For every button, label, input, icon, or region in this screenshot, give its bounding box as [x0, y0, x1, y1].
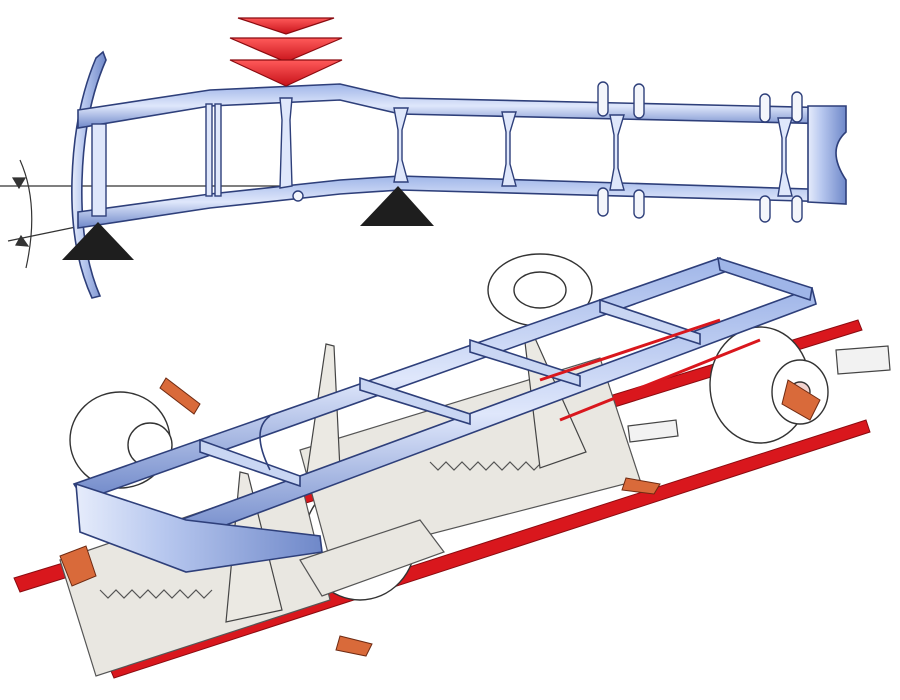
steel-beam-stub: [835, 345, 891, 375]
clamp-front-left: [59, 545, 97, 587]
rear-cross-member: [807, 105, 847, 205]
tie-bar-1: [539, 318, 721, 382]
spring-hanger-1: [597, 81, 609, 117]
toothed-racks: [99, 461, 543, 599]
force-arrow-3: [229, 59, 343, 87]
spring-hanger-2: [633, 83, 645, 119]
clamps: [59, 377, 821, 657]
angle-arrow-top: [11, 177, 27, 190]
iso-gusset: [259, 415, 271, 471]
rack-front: [99, 589, 213, 599]
force-arrow-1: [237, 17, 335, 35]
tie-down-bars: [539, 318, 761, 422]
cross-member-7: [777, 117, 793, 197]
steel-beam-stub-2: [627, 419, 679, 443]
wheel-rear-right: [487, 253, 593, 327]
force-arrow-2: [229, 37, 343, 63]
angle-arrow-bottom: [15, 234, 30, 247]
tie-bar-2: [559, 338, 761, 422]
floor-rail-rear: [107, 419, 871, 679]
angle-indicator: [0, 159, 300, 269]
clamp-front-right: [159, 377, 201, 415]
cross-member-6: [609, 114, 625, 191]
rack-rear: [429, 461, 543, 471]
cross-member-2a: [205, 103, 213, 197]
spring-hanger-8: [791, 195, 803, 223]
front-support-triangle: [62, 222, 134, 260]
cross-members: [91, 97, 793, 217]
support-points: [62, 186, 434, 260]
frame-side-view: [0, 17, 847, 299]
clamp-axle: [781, 379, 821, 421]
cross-member-3: [279, 97, 293, 189]
iso-rear-end: [716, 256, 813, 302]
iso-ladder-frame: [72, 256, 817, 573]
iso-front-bumper: [75, 482, 323, 573]
lower-boss: [292, 190, 304, 202]
clamp-rear-right: [621, 477, 661, 495]
iso-cross-4: [599, 298, 701, 346]
clamp-rear-left: [335, 635, 373, 657]
cross-member-1: [91, 123, 107, 217]
cross-member-2b: [214, 103, 222, 197]
cross-member-4: [393, 107, 409, 183]
straightening-bench-isometric: [13, 253, 891, 679]
spring-hanger-6: [791, 91, 803, 123]
iso-cross-2: [359, 376, 471, 426]
angle-arc: [19, 159, 33, 269]
force-arrows: [229, 17, 343, 87]
spring-hanger-5: [759, 93, 771, 123]
carriage-link: [299, 519, 445, 597]
spring-hanger-7: [759, 195, 771, 223]
upper-side-rail: [77, 83, 841, 129]
iso-cross-1: [199, 438, 301, 488]
cross-member-5: [501, 111, 517, 187]
middle-support-triangle: [360, 186, 434, 226]
spring-hangers: [292, 81, 803, 223]
spring-hanger-4: [633, 189, 645, 219]
lower-side-rail: [77, 175, 841, 229]
spring-hanger-3: [597, 187, 609, 217]
